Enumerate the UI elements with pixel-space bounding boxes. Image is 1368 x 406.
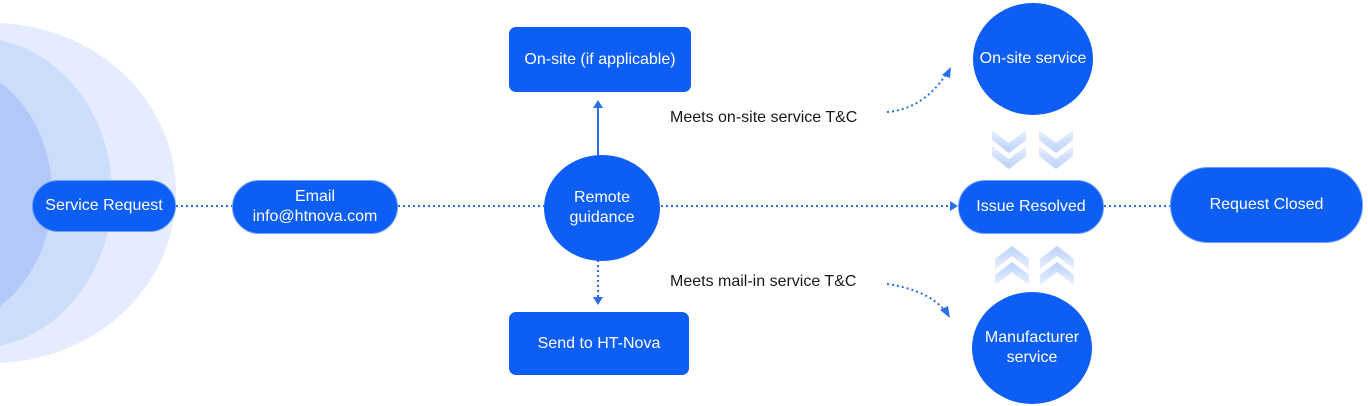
connector-terms-to-manufacturer (886, 283, 946, 312)
email-address: info@htnova.com (252, 208, 378, 225)
node-label: Request Closed (1209, 196, 1324, 213)
node-request-closed: Request Closed (1170, 167, 1363, 243)
node-label: Send to HT-Nova (537, 334, 661, 352)
node-label-line1: Manufacturer (984, 329, 1080, 346)
arrowhead-onsite-applicable (593, 100, 603, 108)
node-issue-resolved: Issue Resolved (958, 180, 1104, 234)
node-remote-guidance: Remote guidance (544, 155, 660, 261)
arrowhead-onsite-service (942, 67, 951, 78)
node-manufacturer-service: Manufacturer service (972, 292, 1092, 404)
label-mail-in-terms: Meets mail-in service T&C (670, 273, 857, 290)
node-on-site-if-applicable: On-site (if applicable) (509, 27, 691, 92)
arrowhead-manufacturer (940, 306, 950, 318)
chevron-up-icon (1040, 246, 1074, 285)
node-label-line1: Email (294, 188, 335, 205)
node-label: Service Request (45, 197, 163, 214)
node-service-request: Service Request (32, 180, 176, 232)
node-label: Issue Resolved (976, 198, 1086, 215)
node-send-to-ht-nova: Send to HT-Nova (509, 312, 689, 375)
chevron-down-icon (992, 130, 1026, 169)
node-label: On-site (if applicable) (524, 50, 676, 68)
connector-terms-to-onsite-service (886, 73, 947, 113)
node-on-site-service: On-site service (973, 3, 1093, 115)
node-label-line2: guidance (569, 209, 635, 226)
node-label-line2: service (1006, 349, 1058, 366)
arrowhead-send (593, 297, 603, 305)
node-email: Email info@htnova.com (232, 180, 398, 234)
arrowhead-resolved (950, 201, 958, 211)
chevron-up-icon (995, 246, 1029, 285)
label-on-site-terms: Meets on-site service T&C (670, 109, 858, 126)
node-label-line1: Remote (573, 189, 631, 206)
node-label: On-site service (979, 50, 1087, 67)
chevron-down-icon (1039, 130, 1073, 169)
